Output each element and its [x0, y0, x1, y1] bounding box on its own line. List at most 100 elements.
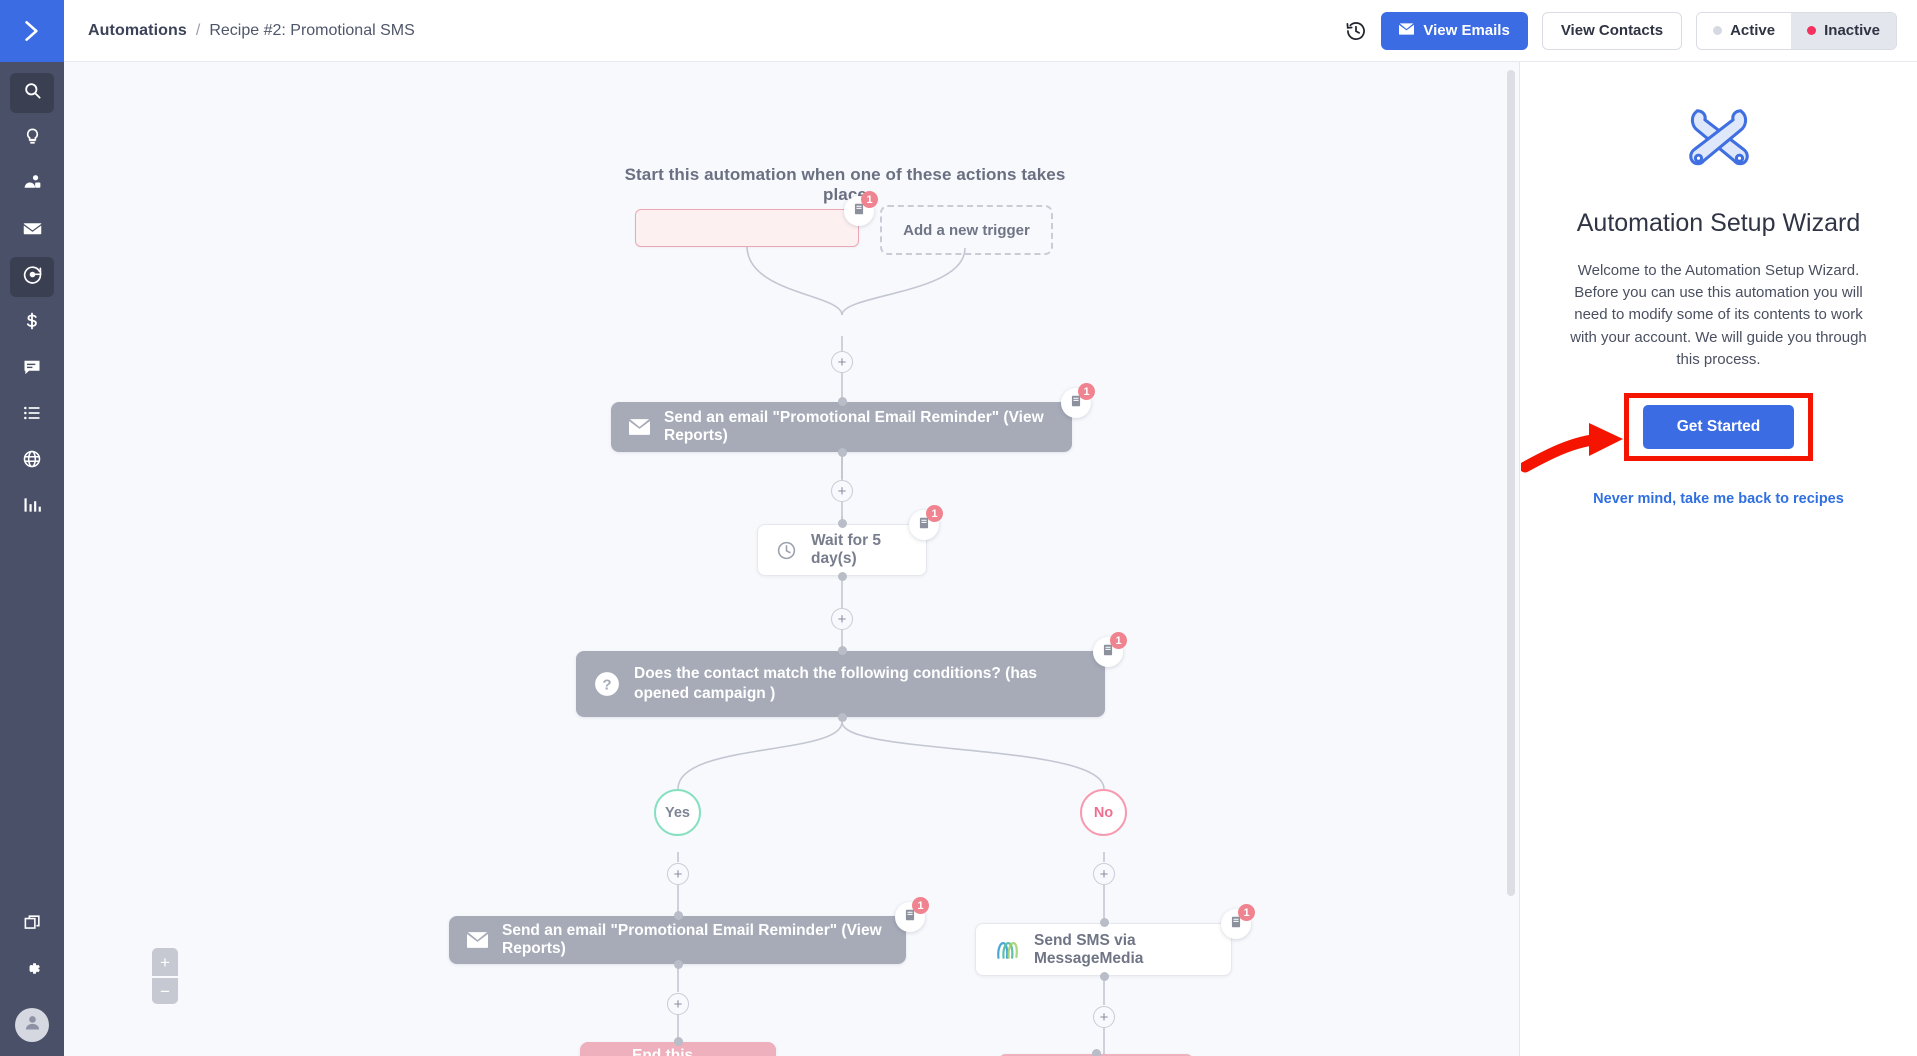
plus-icon: + — [837, 610, 847, 628]
canvas-vertical-scrollbar[interactable] — [1507, 70, 1515, 896]
add-step-plus-3[interactable]: + — [831, 608, 853, 630]
sms-node-label: Send SMS via MessageMedia — [1034, 931, 1144, 967]
sidebar-item-settings[interactable] — [10, 951, 54, 991]
sidebar-item-campaigns[interactable] — [10, 211, 54, 251]
sidebar-item-deals-lightbulb[interactable] — [10, 119, 54, 159]
list-icon — [22, 403, 42, 428]
node-anchor-top — [838, 519, 847, 528]
node-anchor-top — [1092, 1049, 1101, 1056]
end-automation-node-yes[interactable]: End this automation — [580, 1042, 776, 1056]
canvas-scroll-area[interactable]: Start this automation when one of these … — [64, 62, 1519, 1056]
branch-yes-label: Yes — [665, 804, 690, 821]
history-clock-icon[interactable] — [1345, 20, 1367, 42]
sms-node-note-badge[interactable]: 1 — [1221, 904, 1255, 939]
left-nav-rail — [0, 0, 64, 1056]
node-anchor-top — [674, 911, 683, 920]
email-node-2[interactable]: Send an email "Promotional Email Reminde… — [449, 916, 906, 964]
sms-node-badge-count: 1 — [1238, 904, 1255, 921]
status-dot-red — [1807, 26, 1817, 35]
wait-node-label: Wait for 5 day(s) — [811, 532, 882, 567]
breadcrumb-current: Recipe #2: Promotional SMS — [209, 21, 415, 39]
automation-setup-wizard-panel: Automation Setup Wizard Welcome to the A… — [1519, 62, 1917, 1056]
sidebar-item-apps[interactable] — [10, 905, 54, 945]
breadcrumb-separator: / — [195, 21, 201, 39]
note-badge-icon — [852, 202, 866, 221]
copy-squares-icon — [23, 913, 42, 937]
email-node-2-note-badge[interactable]: 1 — [895, 897, 929, 932]
condition-node-badge-count: 1 — [1110, 632, 1127, 649]
wizard-cta-wrap: Get Started — [1520, 392, 1814, 473]
node-anchor-bottom — [838, 448, 847, 457]
annotation-arrow — [1520, 422, 1623, 473]
condition-node[interactable]: ? Does the contact match the following c… — [576, 651, 1105, 717]
envelope-icon — [467, 932, 488, 948]
email-node-1-badge-count: 1 — [1078, 383, 1095, 400]
branch-no[interactable]: No — [1080, 789, 1127, 836]
canvas-heading: Start this automation when one of these … — [624, 165, 1066, 204]
plus-icon: + — [837, 482, 847, 500]
node-anchor-bottom — [838, 572, 847, 581]
condition-node-label: Does the contact match the following con… — [634, 664, 1038, 702]
condition-node-note-badge[interactable]: 1 — [1093, 632, 1127, 667]
sidebar-item-search[interactable] — [10, 73, 54, 113]
zoom-controls: + − — [152, 948, 178, 1004]
back-to-recipes-link[interactable]: Never mind, take me back to recipes — [1593, 490, 1844, 507]
zoom-in-button[interactable]: + — [152, 948, 178, 976]
node-anchor-bottom — [674, 960, 683, 969]
tools-wrench-screwdriver-icon — [1678, 98, 1760, 185]
sidebar-item-conversations[interactable] — [10, 349, 54, 389]
status-inactive-option[interactable]: Inactive — [1791, 12, 1896, 49]
trigger-node-empty[interactable] — [635, 209, 859, 247]
view-emails-label: View Emails — [1423, 22, 1510, 39]
branch-yes[interactable]: Yes — [654, 789, 701, 836]
add-step-plus-yes-2[interactable]: + — [667, 993, 689, 1015]
note-badge-icon — [1229, 915, 1243, 934]
app-logo[interactable] — [0, 0, 64, 62]
node-anchor-top — [1100, 918, 1109, 927]
node-anchor-bottom — [1100, 972, 1109, 981]
mail-icon — [22, 218, 43, 244]
wait-node-note-badge[interactable]: 1 — [909, 505, 943, 540]
plus-icon: + — [1099, 865, 1109, 883]
breadcrumb-root[interactable]: Automations — [88, 21, 187, 39]
email-node-1-wrap: Send an email "Promotional Email Reminde… — [611, 383, 1095, 457]
add-step-plus-no[interactable]: + — [1093, 863, 1115, 885]
status-active-option[interactable]: Active — [1697, 12, 1792, 49]
wait-node[interactable]: Wait for 5 day(s) — [757, 524, 927, 576]
sidebar-item-deals[interactable] — [10, 303, 54, 343]
add-step-plus-yes[interactable]: + — [667, 863, 689, 885]
avatar[interactable] — [15, 1008, 49, 1042]
dollar-icon — [22, 311, 42, 336]
add-new-trigger-label: Add a new trigger — [903, 221, 1030, 239]
email-node-1-note-badge[interactable]: 1 — [1061, 383, 1095, 418]
trigger-badge-count: 1 — [861, 191, 878, 208]
plus-icon: + — [837, 353, 847, 371]
add-step-plus-no-2[interactable]: + — [1093, 1006, 1115, 1028]
end-automation-yes-label: End this automation — [632, 1047, 694, 1056]
email-node-2-badge-count: 1 — [912, 897, 929, 914]
email-node-1[interactable]: Send an email "Promotional Email Reminde… — [611, 402, 1072, 452]
automation-canvas[interactable]: Start this automation when one of these … — [64, 62, 1519, 1056]
search-icon — [23, 81, 42, 105]
add-step-plus-1[interactable]: + — [831, 351, 853, 373]
globe-icon — [22, 449, 42, 474]
view-emails-button[interactable]: View Emails — [1381, 11, 1528, 50]
envelope-icon — [629, 419, 650, 435]
zoom-out-button[interactable]: − — [152, 976, 178, 1004]
wait-node-wrap: Wait for 5 day(s) 1 — [757, 505, 943, 581]
sidebar-item-lists[interactable] — [10, 395, 54, 435]
plus-icon: + — [673, 995, 683, 1013]
get-started-button[interactable]: Get Started — [1642, 404, 1795, 449]
trigger-note-badge[interactable]: 1 — [844, 191, 878, 226]
sidebar-item-reports[interactable] — [10, 487, 54, 527]
add-new-trigger-button[interactable]: Add a new trigger — [880, 205, 1053, 255]
sidebar-item-contacts[interactable] — [10, 165, 54, 205]
sidebar-item-website[interactable] — [10, 441, 54, 481]
main-split: Start this automation when one of these … — [64, 62, 1917, 1056]
messagemedia-logo-icon — [994, 938, 1020, 962]
add-step-plus-2[interactable]: + — [831, 480, 853, 502]
contacts-icon — [22, 172, 43, 198]
sidebar-item-automations[interactable] — [10, 257, 54, 297]
sms-node[interactable]: Send SMS via MessageMedia — [975, 923, 1232, 976]
view-contacts-button[interactable]: View Contacts — [1541, 11, 1683, 50]
